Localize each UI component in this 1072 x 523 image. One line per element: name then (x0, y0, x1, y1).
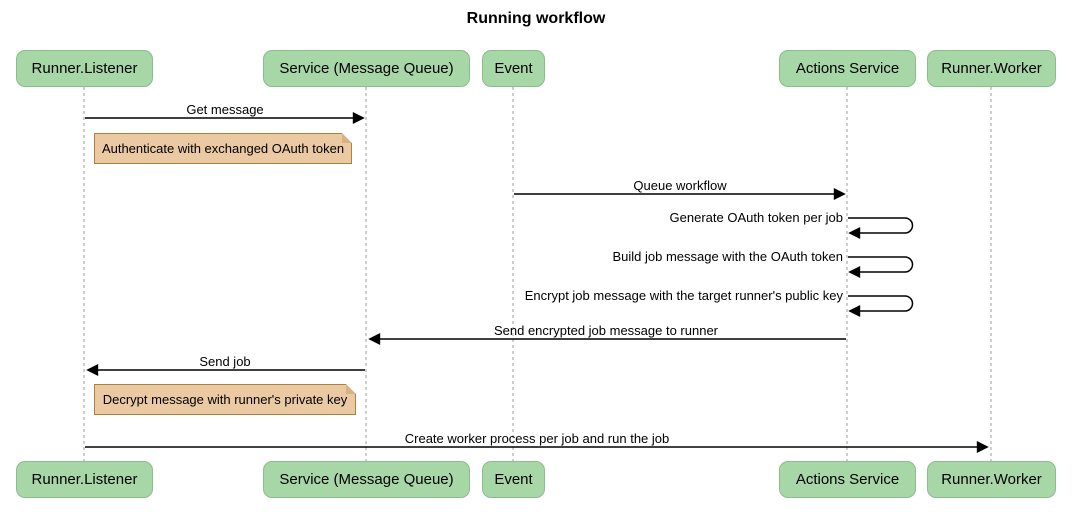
message-label-send-job: Send job (199, 354, 251, 369)
message-label-send-encrypted-job: Send encrypted job message to runner (493, 323, 719, 338)
participant-bottom-runner-worker: Runner.Worker (927, 461, 1056, 498)
participant-top-event: Event (482, 50, 545, 87)
message-label-queue-workflow: Queue workflow (633, 178, 727, 193)
participant-label: Actions Service (795, 471, 900, 488)
note-label: Authenticate with exchanged OAuth token (101, 141, 345, 156)
participant-label: Runner.Listener (31, 60, 138, 77)
note-label: Decrypt message with runner's private ke… (102, 392, 348, 407)
message-label-generate-oauth-token: Generate OAuth token per job (669, 210, 843, 225)
participant-bottom-service-message-queue: Service (Message Queue) (263, 461, 470, 498)
participant-label: Service (Message Queue) (279, 60, 454, 77)
participant-label: Event (494, 471, 533, 488)
diagram-title: Running workflow (466, 10, 606, 27)
self-arrow-generate-oauth-token (848, 217, 914, 239)
note-authenticate-oauth: Authenticate with exchanged OAuth token (94, 133, 352, 164)
participant-bottom-actions-service: Actions Service (779, 461, 916, 498)
participant-top-runner-worker: Runner.Worker (927, 50, 1056, 87)
participant-top-runner-listener: Runner.Listener (16, 50, 153, 87)
participant-top-actions-service: Actions Service (779, 50, 916, 87)
participant-label: Runner.Worker (941, 471, 1042, 488)
participant-label: Event (494, 60, 533, 77)
participant-label: Actions Service (795, 60, 900, 77)
message-label-build-job-message: Build job message with the OAuth token (612, 249, 843, 264)
note-decrypt-message: Decrypt message with runner's private ke… (94, 384, 356, 415)
message-label-create-worker-process: Create worker process per job and run th… (404, 431, 670, 446)
participant-bottom-event: Event (482, 461, 545, 498)
participant-label: Runner.Listener (31, 471, 138, 488)
message-label-get-message: Get message (186, 102, 264, 117)
participant-label: Service (Message Queue) (279, 471, 454, 488)
participant-bottom-runner-listener: Runner.Listener (16, 461, 153, 498)
self-arrow-encrypt-job-message (848, 295, 914, 317)
message-label-encrypt-job-message: Encrypt job message with the target runn… (524, 288, 843, 303)
participant-label: Runner.Worker (941, 60, 1042, 77)
participant-top-service-message-queue: Service (Message Queue) (263, 50, 470, 87)
self-arrow-build-job-message (848, 256, 914, 278)
